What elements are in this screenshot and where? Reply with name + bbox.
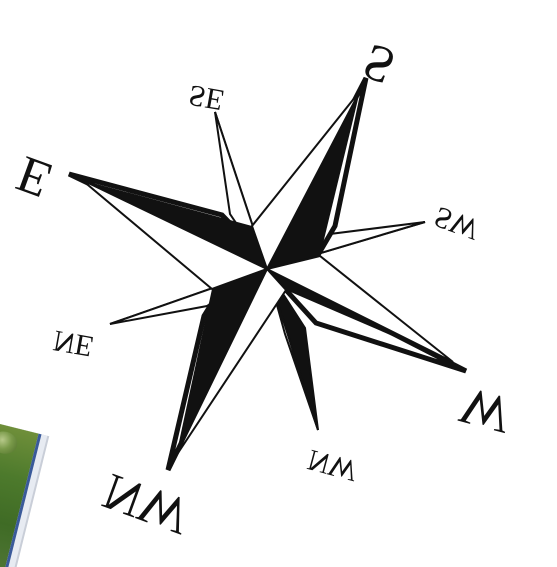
long-points — [69, 78, 466, 470]
label-ne: NE — [51, 324, 96, 363]
label-sw: SW — [430, 200, 484, 247]
label-se: SE — [186, 78, 226, 117]
label-w: W — [455, 376, 517, 444]
label-e: E — [10, 144, 59, 208]
label-nw-lower: NW — [304, 443, 361, 488]
label-s: S — [356, 32, 403, 95]
label-nw: NW — [96, 462, 197, 545]
